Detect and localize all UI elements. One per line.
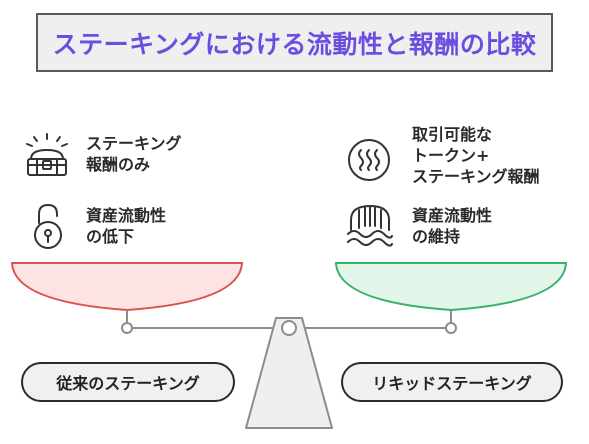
title-box: ステーキングにおける流動性と報酬の比較 — [36, 13, 553, 72]
liquid-staking-text: リキッドステーキング — [372, 374, 532, 393]
right-item-1-line2: トークン+ — [412, 146, 490, 165]
left-item-2-line1: 資産流動性 — [86, 206, 167, 225]
right-item-1-line3: ステーキング報酬 — [412, 167, 540, 186]
steam-waves-icon — [348, 139, 390, 181]
bridge-water-icon — [347, 205, 393, 247]
left-pan — [10, 262, 244, 312]
scale-stand — [245, 317, 333, 429]
left-hanger-joint — [121, 322, 133, 334]
left-item-liquidity-drop: 資産流動性 の低下 — [86, 205, 166, 247]
right-item-2-line2: の維持 — [412, 227, 461, 246]
traditional-staking-label: 従来のステーキング — [21, 362, 235, 402]
left-item-staking-reward: ステーキング 報酬のみ — [86, 133, 182, 175]
right-hanger-joint — [445, 322, 457, 334]
right-item-2-line1: 資産流動性 — [412, 206, 493, 225]
left-item-1-line1: ステーキング — [86, 134, 182, 153]
page-title: ステーキングにおける流動性と報酬の比較 — [52, 29, 537, 59]
right-pan — [334, 262, 568, 312]
scale-pivot — [281, 320, 297, 336]
right-item-1-line1: 取引可能な — [412, 125, 493, 144]
liquid-staking-label: リキッドステーキング — [341, 362, 563, 402]
left-item-2-line2: の低下 — [86, 227, 135, 246]
right-item-tradable-token: 取引可能な トークン+ ステーキング報酬 — [412, 124, 540, 187]
treasure-chest-icon — [26, 133, 68, 176]
traditional-staking-text: 従来のステーキング — [56, 374, 200, 393]
right-item-liquidity-keep: 資産流動性 の維持 — [412, 205, 492, 247]
left-item-1-line2: 報酬のみ — [86, 155, 151, 174]
padlock-icon — [34, 204, 62, 249]
